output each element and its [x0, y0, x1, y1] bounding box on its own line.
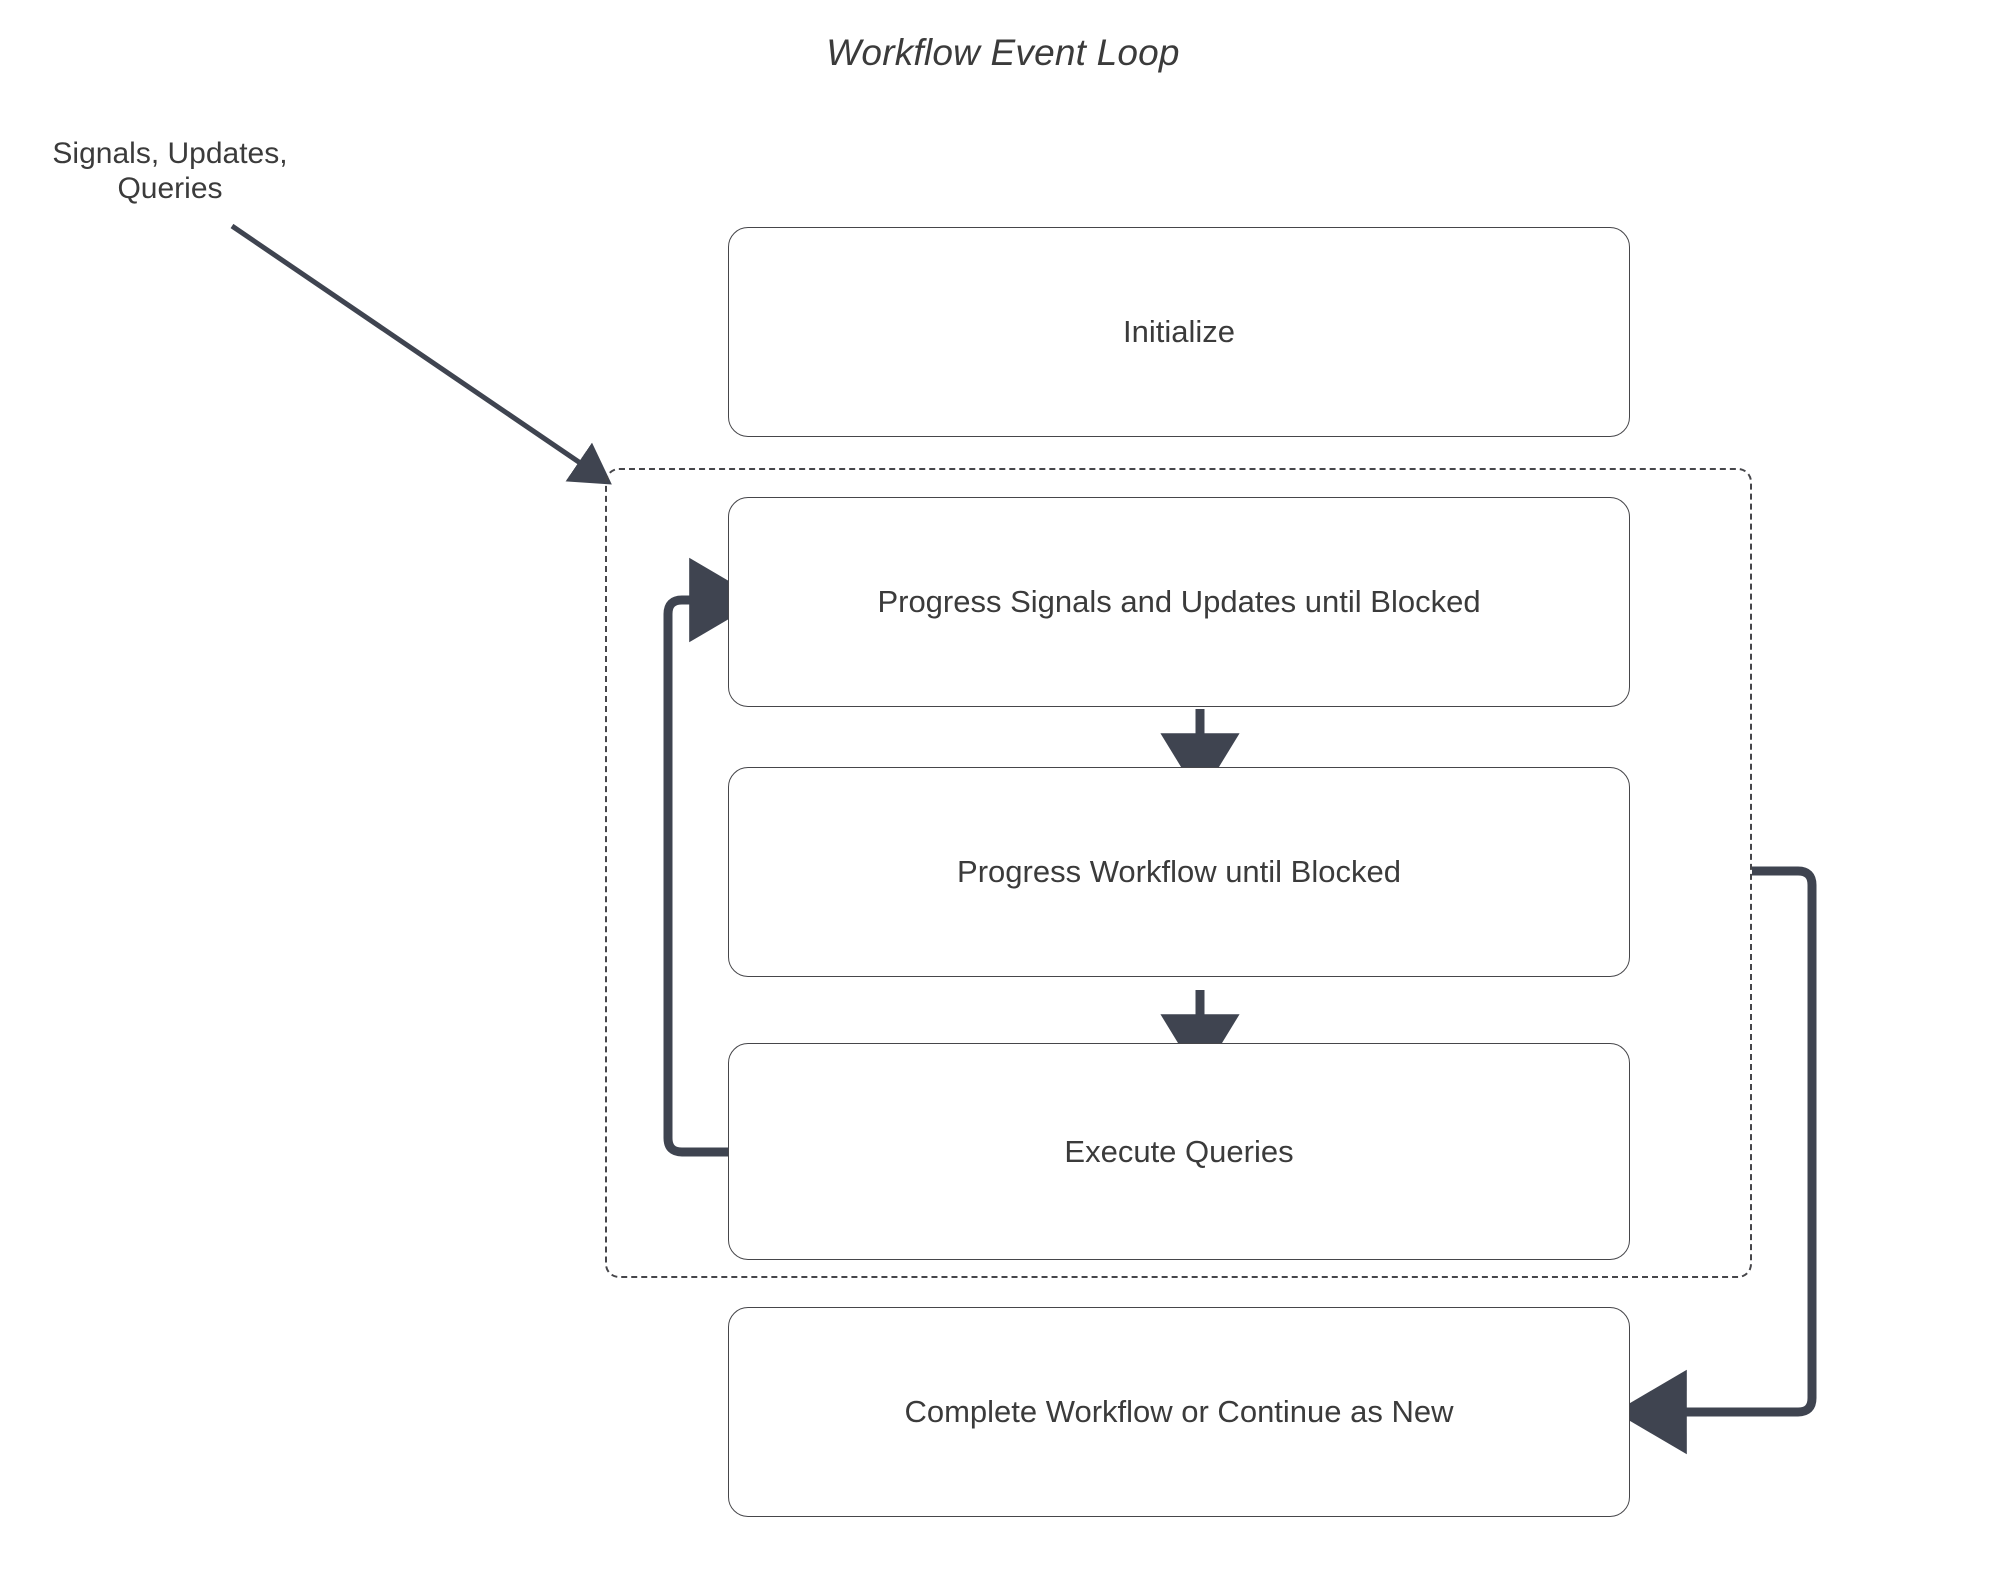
node-complete-workflow[interactable]: Complete Workflow or Continue as New — [728, 1307, 1630, 1517]
node-progress-signals[interactable]: Progress Signals and Updates until Block… — [728, 497, 1630, 707]
node-execute-queries-label: Execute Queries — [1064, 1133, 1294, 1169]
node-initialize-label: Initialize — [1123, 314, 1235, 350]
signals-updates-queries-label: Signals, Updates, Queries — [52, 137, 288, 206]
node-progress-signals-label: Progress Signals and Updates until Block… — [877, 584, 1481, 620]
node-progress-workflow-label: Progress Workflow until Blocked — [957, 854, 1401, 890]
node-complete-workflow-label: Complete Workflow or Continue as New — [904, 1394, 1454, 1430]
node-progress-workflow[interactable]: Progress Workflow until Blocked — [728, 767, 1630, 977]
event-loop-group — [605, 468, 1752, 1278]
node-execute-queries[interactable]: Execute Queries — [728, 1043, 1630, 1260]
signals-into-loop-arrow — [230, 223, 612, 485]
page-title: Workflow Event Loop — [826, 32, 1180, 73]
node-initialize[interactable]: Initialize — [728, 227, 1630, 437]
